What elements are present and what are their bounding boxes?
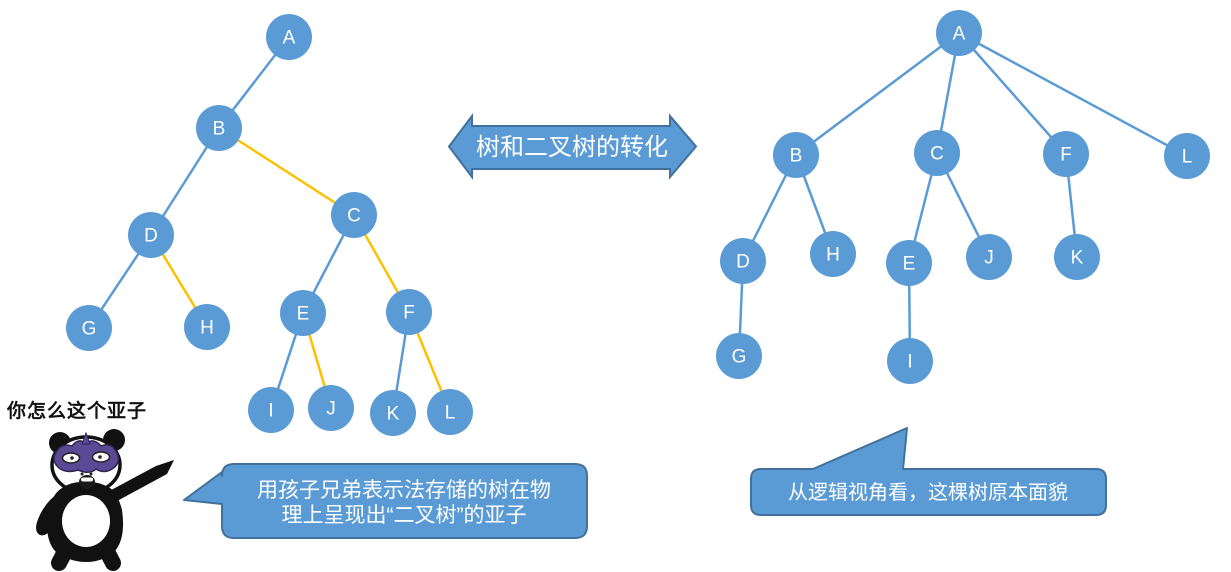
tree-node-label-L: L [1182,147,1193,168]
tree-node-label-B: B [213,119,226,140]
tree-node-label-I: I [268,401,273,422]
tree-node-H [184,304,230,350]
mask-top-ornament [81,431,91,445]
tree-node-label-G: G [732,347,747,368]
tree-node-K [1054,234,1100,280]
panda-leg-left [51,534,78,571]
double-arrow-shape [447,113,698,180]
panda-meme-image [36,429,174,571]
panda-nostril-right [89,472,93,476]
tree-node-E [280,290,326,336]
left-callout: 用孩子兄弟表示法存储的树在物 理上呈现出“二叉树”的亚子 [183,463,588,539]
tree-node-J [966,234,1012,280]
tree-node-I [248,387,294,433]
tree-node-F [386,289,432,335]
panda-belly [62,495,110,547]
tree-node-I [887,338,933,384]
tree-node-C [331,192,377,238]
panda-leg-right [94,534,121,571]
tree-node-label-H: H [826,245,840,266]
tree-edge-A-B [795,31,960,157]
right-logical-tree: A B C F L D H E J K G I [716,10,1210,384]
tree-node-E [886,240,932,286]
panda-pupil-right [98,455,102,459]
panda-pointing-arm [100,460,174,507]
panda-teeth [81,477,93,482]
tree-node-H [810,231,856,277]
tree-node-K [370,390,416,436]
tree-node-label-J: J [326,399,336,420]
tree-node-D [128,212,174,258]
meme-caption: 你怎么这个亚子 [7,401,148,422]
tree-edge-A-L [958,31,1188,158]
tree-node-label-D: D [144,226,158,247]
tree-node-label-A: A [953,24,966,45]
tree-node-label-E: E [903,254,916,275]
tree-node-G [66,305,112,351]
conversion-arrow-label: 树和二叉树的转化 [476,134,668,161]
tree-node-B [196,105,242,151]
tree-node-label-C: C [347,206,361,227]
tree-node-label-J: J [984,248,994,269]
left-callout-line1: 用孩子兄弟表示法存储的树在物 [257,479,551,502]
tree-node-A [936,10,982,56]
tree-node-label-K: K [387,404,400,425]
tree-node-J [308,385,354,431]
tree-edge-A-F [958,32,1067,155]
tree-node-label-G: G [82,319,97,340]
panda-nostril-left [80,472,84,476]
tree-node-B [773,132,819,178]
tree-node-label-F: F [403,303,415,324]
tree-node-label-B: B [790,146,803,167]
tree-node-label-D: D [736,252,750,273]
tree-node-L [1164,133,1210,179]
right-callout: 从逻辑视角看，这棵树原本面貌 [750,427,1107,516]
left-binary-tree: A B D C G H E F I J K L [66,14,473,436]
tree-node-D [720,238,766,284]
masquerade-mask-icon [53,440,120,473]
tree-node-A [266,14,312,60]
tree-node-label-F: F [1060,145,1072,166]
left-callout-line2: 理上呈现出“二叉树”的亚子 [282,504,527,527]
tree-node-label-I: I [907,352,912,373]
tree-node-F [1043,131,1089,177]
tree-node-label-A: A [283,28,296,49]
tree-edge-B-C [218,126,355,217]
left-callout-bubble [183,463,588,539]
conversion-arrow: 树和二叉树的转化 [447,113,698,180]
tree-node-label-H: H [200,318,214,339]
tree-node-label-E: E [297,304,310,325]
panda-pupil-left [70,456,74,460]
tree-node-label-K: K [1071,248,1084,269]
panda-mouth [79,475,95,489]
tree-node-label-L: L [445,403,456,424]
tree-node-C [914,130,960,176]
right-callout-text: 从逻辑视角看，这棵树原本面貌 [788,481,1068,504]
tree-node-label-C: C [930,144,944,165]
tree-node-G [716,333,762,379]
tree-node-L [427,389,473,435]
right-callout-bubble [750,427,1107,516]
